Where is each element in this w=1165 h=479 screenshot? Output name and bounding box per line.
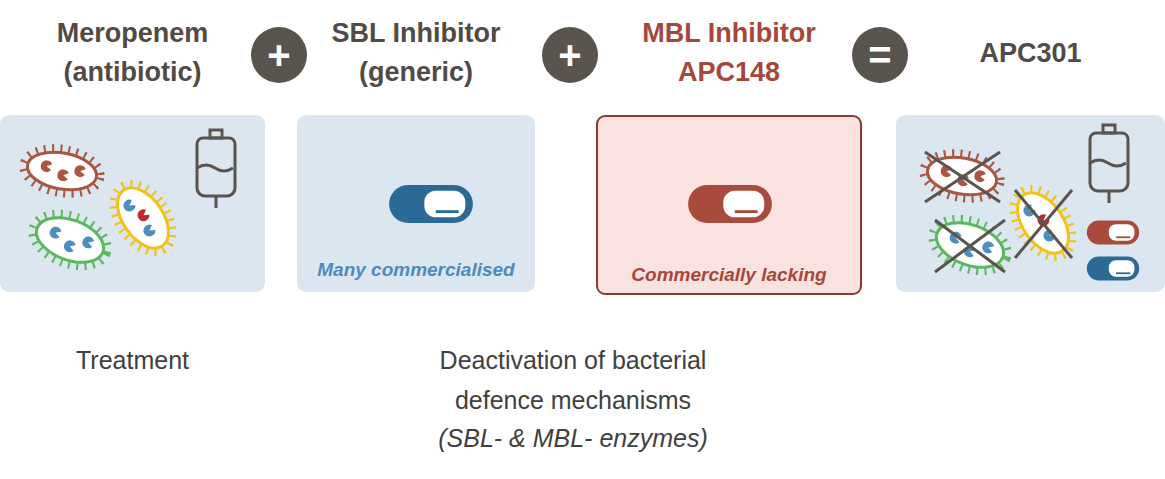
component-panel: Commercially lacking MBL Inhibitor APC148 <box>596 0 862 295</box>
panel-heading: Meropenem (antibiotic) <box>18 14 248 92</box>
operator-circle: + <box>251 27 307 83</box>
panel-box <box>0 115 265 292</box>
panel-heading: MBL Inhibitor APC148 <box>614 14 844 92</box>
caption-text: (SBL- & MBL- enzymes) <box>398 420 748 456</box>
panel-box: Many commercialised <box>297 115 535 292</box>
component-panel: APC301 <box>896 0 1165 292</box>
component-panel: Many commercialised SBL Inhibitor (generi… <box>297 0 535 292</box>
component-panel: Meropenem (antibiotic) <box>0 0 265 292</box>
operator-circle: = <box>852 27 908 83</box>
panel-heading: SBL Inhibitor (generic) <box>301 14 531 92</box>
panel-box: Commercially lacking <box>596 115 862 295</box>
operator-circle: + <box>542 27 598 83</box>
panel-note: Many commercialised <box>297 258 535 282</box>
panel-note: Commercially lacking <box>598 263 860 287</box>
panel-box <box>896 115 1165 292</box>
operator-symbol: = <box>868 35 891 75</box>
caption-text: Deactivation of bacterial defence mechan… <box>398 340 748 420</box>
operator-symbol: + <box>267 35 290 75</box>
caption-text: Treatment <box>0 340 265 380</box>
operator-symbol: + <box>558 35 581 75</box>
panel-heading: APC301 <box>906 34 1156 73</box>
